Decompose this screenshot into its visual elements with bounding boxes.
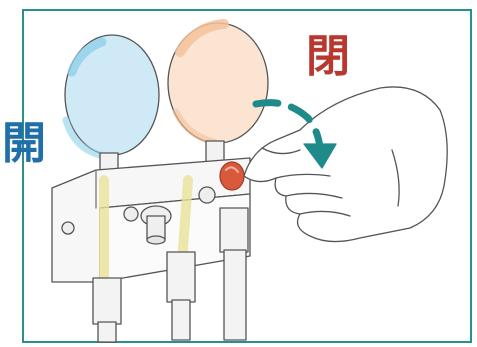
- open-label: 開: [2, 122, 46, 166]
- close-label: 閉: [306, 35, 350, 79]
- low-pressure-gauge: [65, 35, 159, 181]
- high-pressure-gauge: [168, 23, 268, 165]
- gloved-hand: [244, 87, 447, 242]
- high-side-valve-knob: [220, 162, 244, 190]
